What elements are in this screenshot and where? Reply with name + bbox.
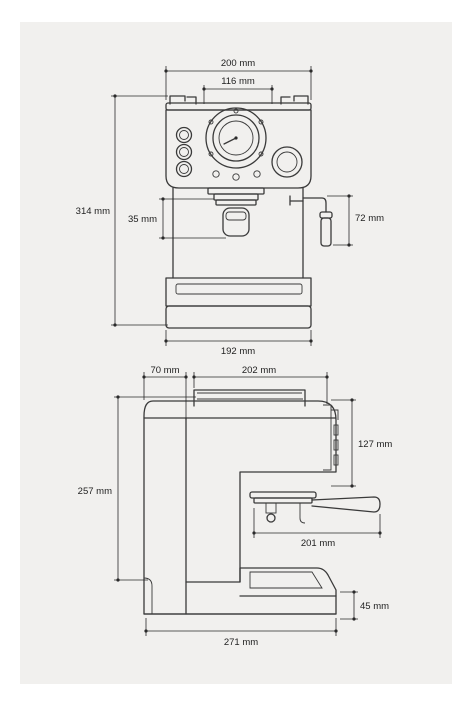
dimension-side-height: 257 mm xyxy=(78,395,196,582)
dimension-body-depth: 202 mm xyxy=(192,365,329,404)
side-depth-total-label: 271 mm xyxy=(224,637,258,648)
right-handle-post xyxy=(280,96,291,105)
front-drip-tray xyxy=(165,277,312,329)
front-gauge-width-label: 116 mm xyxy=(221,76,255,87)
pressure-gauge xyxy=(205,107,267,169)
steam-wand xyxy=(302,197,327,213)
group-head xyxy=(207,187,265,237)
front-base-width-label: 192 mm xyxy=(221,346,255,357)
dimension-steam-wand: 72 mm xyxy=(327,194,384,247)
side-body-depth-label: 202 mm xyxy=(242,365,276,376)
left-handle-post xyxy=(186,96,197,105)
tank-foot xyxy=(143,577,153,614)
front-steam-wand-label: 72 mm xyxy=(355,213,384,224)
dimension-panel-height: 127 mm xyxy=(331,398,392,488)
machine-body xyxy=(165,109,312,189)
dimension-tray-height: 45 mm xyxy=(340,590,389,621)
right-handle xyxy=(293,95,309,105)
front-group-head-label: 35 mm xyxy=(128,214,157,225)
dimension-portafilter: 201 mm xyxy=(252,508,382,549)
steam-dial xyxy=(271,146,303,178)
lid xyxy=(165,102,312,111)
steam-wand-valve xyxy=(289,195,304,206)
side-tray-height-label: 45 mm xyxy=(360,601,389,612)
steam-tip xyxy=(320,217,332,247)
front-width-top-label: 200 mm xyxy=(221,58,255,69)
side-height-total-label: 257 mm xyxy=(78,486,112,497)
dimension-side-depth: 271 mm xyxy=(144,618,338,648)
portafilter-handle xyxy=(311,496,381,513)
side-top-handle xyxy=(193,389,306,407)
dimension-width-top: 200 mm xyxy=(164,58,313,100)
side-view: 70 mm 202 mm 127 mm 257 mm xyxy=(78,365,393,648)
dimension-gauge-width: 116 mm xyxy=(202,76,274,104)
side-tank-depth-label: 70 mm xyxy=(150,365,179,376)
front-view: 200 mm 116 mm 314 mm 35 mm xyxy=(76,58,384,357)
side-portafilter-label: 201 mm xyxy=(301,538,335,549)
side-panel-height-label: 127 mm xyxy=(358,439,392,450)
front-height-total-label: 314 mm xyxy=(76,206,110,217)
dimension-sheet xyxy=(20,22,452,684)
side-drip-tray xyxy=(185,567,337,615)
dimension-base-width: 192 mm xyxy=(164,330,313,357)
left-handle xyxy=(169,95,186,105)
dimension-tank-depth: 70 mm xyxy=(142,365,188,420)
steam-tip-ring xyxy=(319,211,333,219)
dimension-group-head: 35 mm xyxy=(128,197,226,240)
control-knobs xyxy=(175,126,193,178)
indicator-lights xyxy=(212,170,261,181)
dimension-height-total: 314 mm xyxy=(76,94,168,327)
side-control-panel xyxy=(323,404,339,471)
side-group-head xyxy=(249,491,317,524)
